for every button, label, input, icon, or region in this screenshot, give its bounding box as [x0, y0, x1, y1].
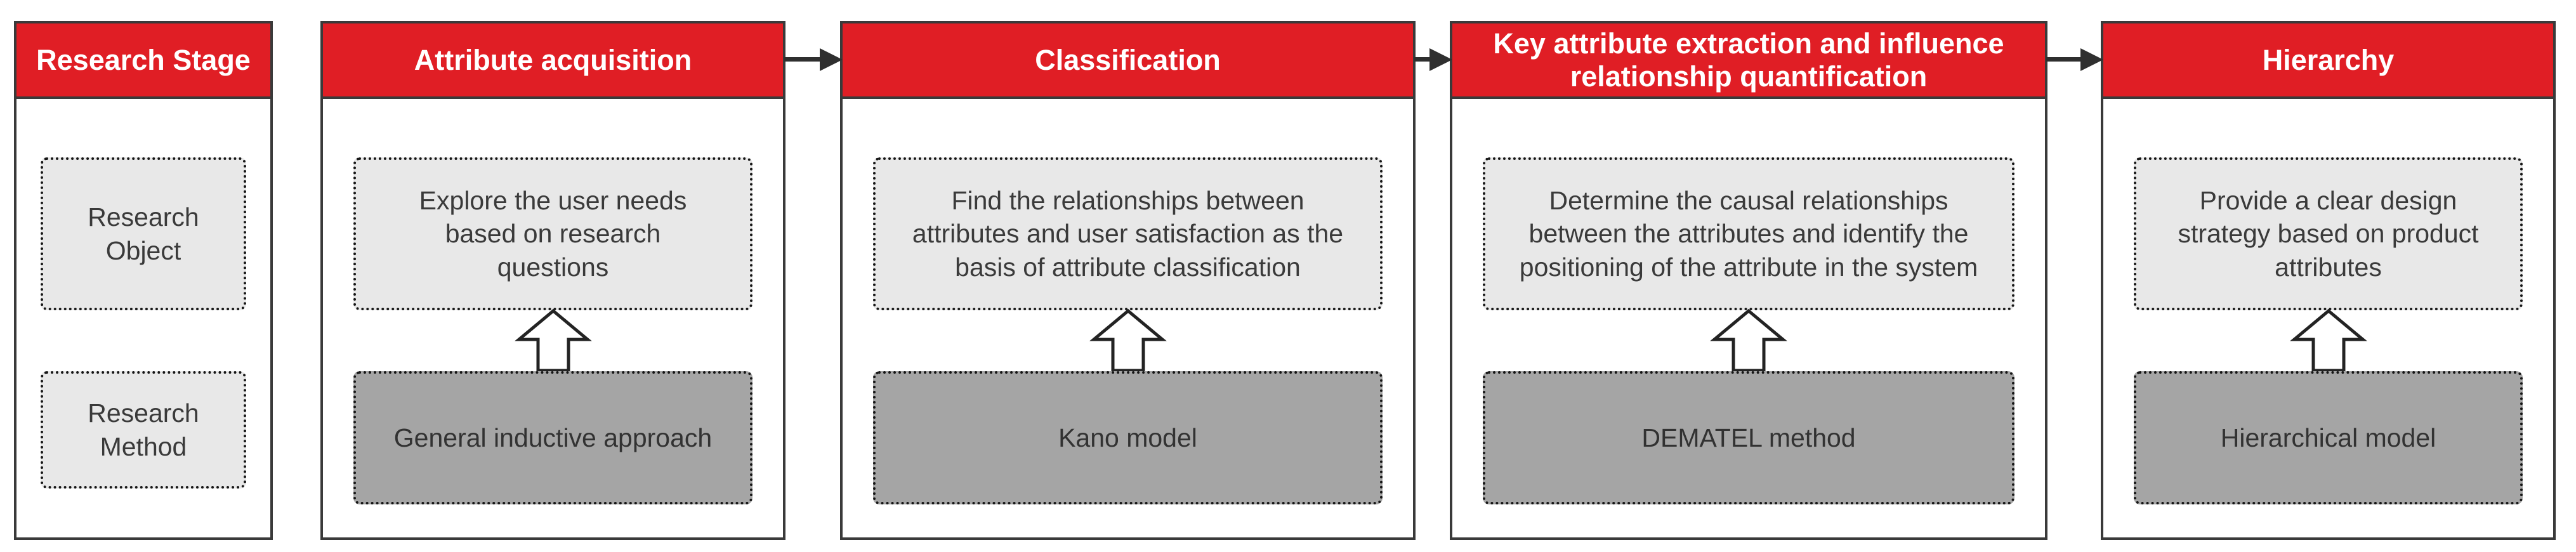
research-stage-body: Research Object Research Method [16, 99, 270, 537]
up-arrow-icon [1089, 309, 1167, 372]
method-box: General inductive approach [353, 371, 752, 504]
objective-box: Find the relationships between attribute… [873, 157, 1383, 310]
column-gap [273, 21, 320, 540]
method-box: Hierarchical model [2134, 371, 2523, 504]
key-attribute-extraction-body: Determine the causal relationships betwe… [1452, 99, 2045, 537]
up-arrow-icon [514, 309, 592, 372]
objective-box: Provide a clear design strategy based on… [2134, 157, 2523, 310]
flow-arrow-icon [2080, 48, 2103, 71]
column-gap [784, 21, 843, 540]
classification-header: Classification [843, 23, 1413, 99]
hierarchy-body: Provide a clear design strategy based on… [2103, 99, 2553, 537]
column-hierarchy: Hierarchy Provide a clear design strateg… [2101, 21, 2556, 540]
attribute-acquisition-header: Attribute acquisition [323, 23, 783, 99]
up-arrow-icon [1710, 309, 1787, 372]
research-method-box: Research Method [41, 371, 246, 489]
method-box: Kano model [873, 371, 1383, 504]
research-stage-header: Research Stage [16, 23, 270, 99]
flow-arrow-line [2046, 57, 2082, 62]
hierarchy-header: Hierarchy [2103, 23, 2553, 99]
flow-arrow-line [784, 57, 821, 62]
column-gap [1414, 21, 1452, 540]
column-key-attribute-extraction: Key attribute extraction and influence r… [1450, 21, 2047, 540]
flow-arrow-line [1414, 57, 1431, 62]
objective-box: Determine the causal relationships betwe… [1483, 157, 2014, 310]
column-gap [2046, 21, 2103, 540]
method-box: DEMATEL method [1483, 371, 2014, 504]
flow-arrow-icon [1429, 48, 1452, 71]
column-classification: Classification Find the relationships be… [840, 21, 1416, 540]
objective-box: Explore the user needs based on research… [353, 157, 752, 310]
column-research-stage: Research Stage Research Object Research … [14, 21, 273, 540]
classification-body: Find the relationships between attribute… [843, 99, 1413, 537]
research-object-box: Research Object [41, 157, 246, 310]
key-attribute-extraction-header: Key attribute extraction and influence r… [1452, 23, 2045, 99]
flow-arrow-icon [820, 48, 843, 71]
column-attribute-acquisition: Attribute acquisition Explore the user n… [320, 21, 785, 540]
attribute-acquisition-body: Explore the user needs based on research… [323, 99, 783, 537]
up-arrow-icon [2289, 309, 2367, 372]
